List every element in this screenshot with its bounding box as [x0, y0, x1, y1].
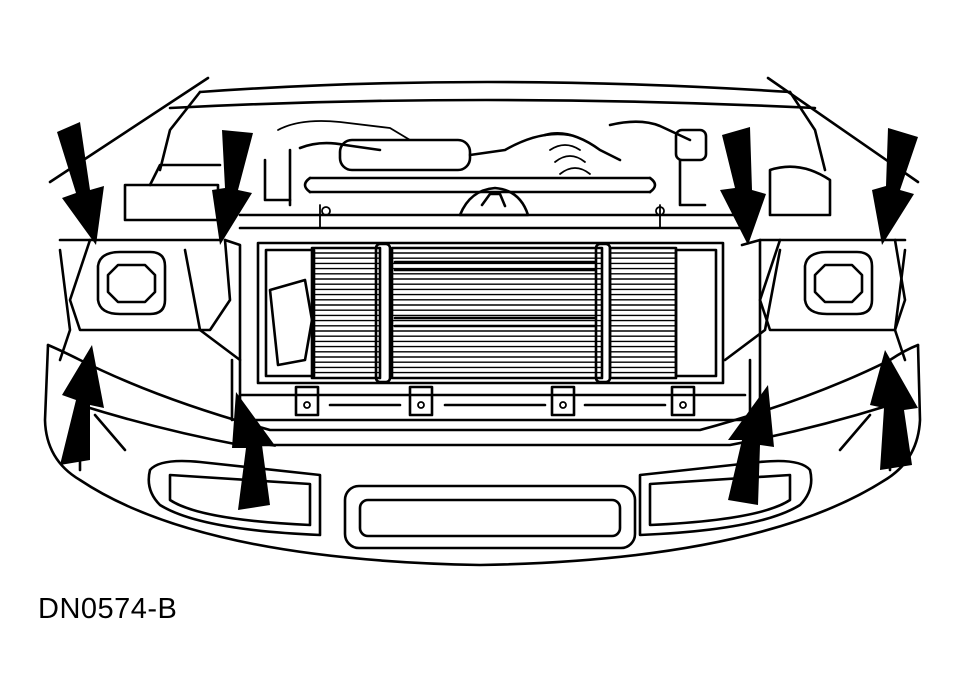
engine-compartment [238, 120, 744, 230]
arrow-lower-right-inner [728, 385, 774, 505]
side-panels [223, 238, 762, 422]
arrow-upper-right-outer [872, 128, 918, 245]
figure-id-label: DN0574-B [38, 593, 178, 625]
arrow-upper-left-outer [57, 122, 104, 245]
front-bumper [43, 343, 922, 567]
lower-support [238, 385, 747, 422]
arrow-lower-left-inner [232, 392, 276, 510]
arrow-lower-left-outer [60, 345, 104, 465]
left-headlamp-area [58, 163, 242, 362]
callout-arrows [57, 122, 918, 510]
right-headlamp-area [723, 165, 907, 362]
arrow-lower-right-outer [870, 350, 918, 470]
arrow-upper-left-inner [212, 130, 253, 245]
hood-outline [48, 76, 920, 184]
arrow-upper-right-inner [720, 127, 766, 245]
radiator-assembly [256, 241, 725, 385]
